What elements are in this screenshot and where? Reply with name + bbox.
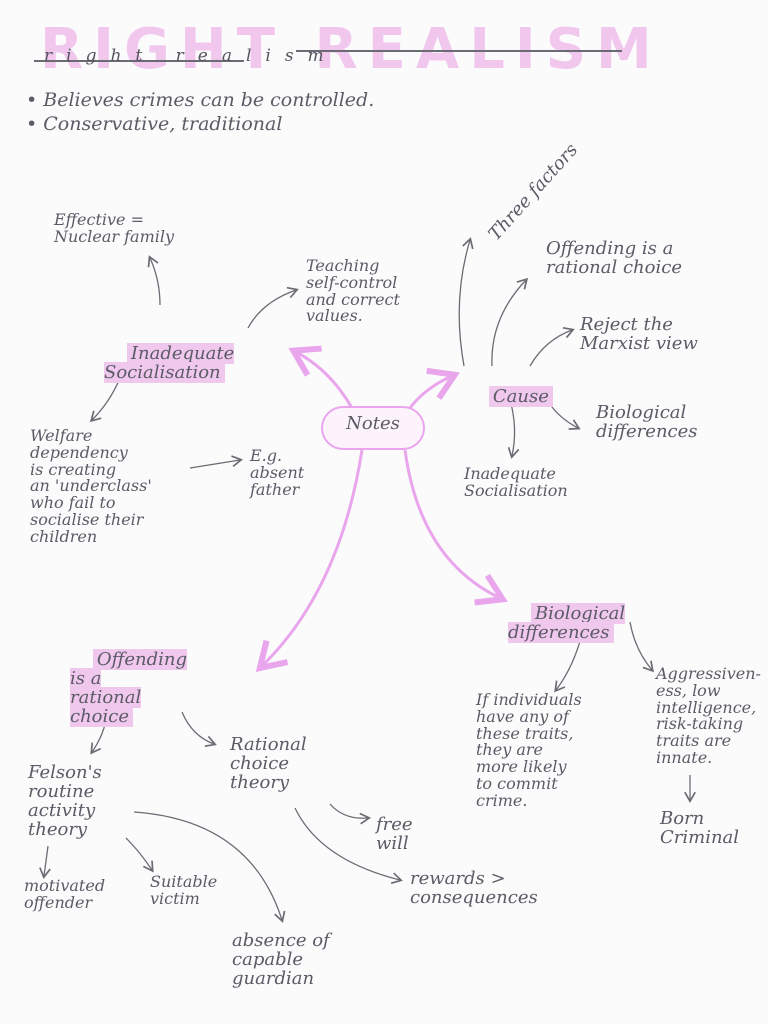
bullet-controlled: • Believes crimes can be controlled.	[26, 89, 375, 111]
arrow-notes-to-cause	[408, 367, 460, 409]
node-cause: Cause	[466, 369, 553, 426]
node-rational-choice-theory: Rational choice theory	[230, 734, 307, 793]
node-biological-differences-cause: Biological differences	[596, 402, 698, 442]
node-inadequate-socialisation: Inadequate Socialisation	[104, 326, 235, 402]
node-rewards-consequences: rewards > consequences	[410, 868, 538, 908]
arrow-notes-to-offending	[255, 449, 364, 673]
central-notes-label: Notes	[346, 413, 400, 434]
arrow-notes-to-biological	[403, 449, 508, 606]
node-inadequate-socialisation-text: Inadequate Socialisation	[104, 342, 235, 383]
central-notes-cloud	[321, 406, 425, 450]
title-underline-right	[296, 50, 622, 52]
node-if-individuals: If individuals have any of these traits,…	[476, 690, 582, 810]
node-motivated-offender: motivated offender	[24, 876, 106, 912]
title-underline-left	[34, 60, 244, 62]
node-offending-rational-choice-cause: Offending is a rational choice	[546, 238, 682, 278]
node-reject-marxist: Reject the Marxist view	[580, 314, 698, 354]
node-aggressiveness: Aggressiven- ess, low intelligence, risk…	[656, 664, 761, 767]
node-felsons-theory: Felson's routine activity theory	[28, 762, 102, 840]
node-cause-text: Cause	[488, 385, 553, 407]
node-effective-nuclear-family: Effective = Nuclear family	[54, 210, 175, 246]
node-offending-rational-choice: Offending is a rational choice	[70, 632, 188, 745]
page-title-script: right realism	[44, 46, 338, 66]
page-title: RIGHT REALISM	[40, 17, 662, 82]
node-absence-of-guardian: absence of capable guardian	[232, 930, 330, 989]
node-free-will: free will	[376, 814, 413, 854]
arrow-notes-to-socialisation	[288, 345, 354, 409]
node-teaching-self-control: Teaching self-control and correct values…	[306, 256, 400, 326]
node-inadequate-socialisation-cause: Inadequate Socialisation	[464, 464, 568, 500]
node-biological-differences: Biological differences	[508, 586, 626, 662]
node-eg-absent-father: E.g. absent father	[250, 446, 305, 499]
node-offending-rational-choice-text: Offending is a rational choice	[70, 648, 188, 727]
bullet-conservative: • Conservative, traditional	[26, 113, 283, 135]
node-born-criminal: Born Criminal	[660, 808, 740, 848]
node-welfare-dependency: Welfare dependency is creating an 'under…	[30, 426, 152, 546]
node-suitable-victim: Suitable victim	[150, 872, 218, 908]
node-biological-differences-text: Biological differences	[508, 602, 626, 643]
